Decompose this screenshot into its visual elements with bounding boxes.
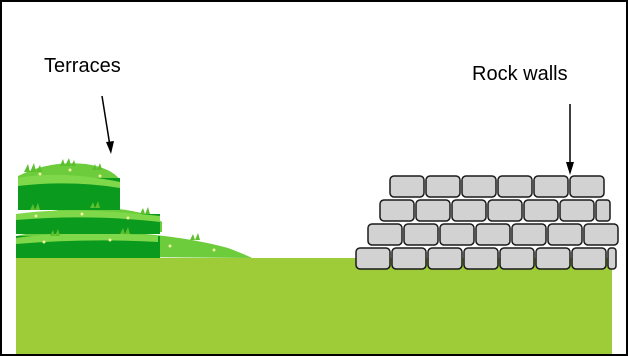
wall-stone (462, 176, 496, 197)
wall-stone (464, 248, 498, 269)
wall-stone (452, 200, 486, 221)
wall-stone (570, 176, 604, 197)
wall-stone (428, 248, 462, 269)
wall-stone (404, 224, 438, 245)
wall-stone (534, 176, 568, 197)
terraces-label: Terraces (44, 55, 121, 77)
rock-wall-illustration (356, 176, 618, 269)
wall-stone (548, 224, 582, 245)
ground (16, 258, 612, 356)
rock-walls-arrow (566, 104, 574, 175)
wall-stone (426, 176, 460, 197)
wall-stone (440, 224, 474, 245)
wall-stone (572, 248, 606, 269)
wall-stone (500, 248, 534, 269)
wall-stone (390, 176, 424, 197)
wall-stone (498, 176, 532, 197)
wall-stone (368, 224, 402, 245)
rock-walls-label: Rock walls (472, 63, 568, 85)
wall-stone (536, 248, 570, 269)
wall-stone (584, 224, 618, 245)
terraces-arrow (102, 96, 114, 154)
wall-stone (476, 224, 510, 245)
wall-stone (608, 248, 616, 269)
wall-stone (392, 248, 426, 269)
wall-stone (416, 200, 450, 221)
wall-stone (380, 200, 414, 221)
wall-stone (524, 200, 558, 221)
wall-stone (356, 248, 390, 269)
terraces-illustration (16, 158, 252, 258)
wall-stone (488, 200, 522, 221)
wall-stone (596, 200, 610, 221)
wall-stone (512, 224, 546, 245)
wall-stone (560, 200, 594, 221)
